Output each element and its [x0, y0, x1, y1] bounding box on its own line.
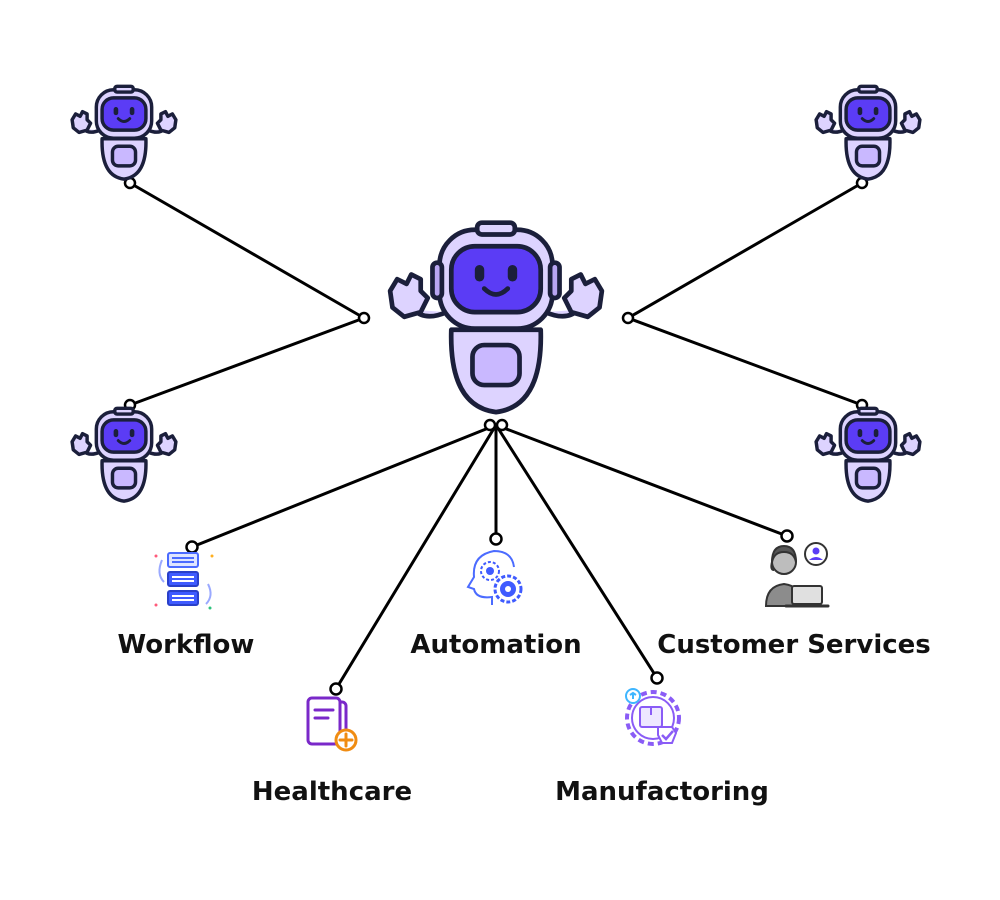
node-dot: [650, 671, 664, 685]
connector-manufactoring: [494, 423, 659, 680]
node-dot: [489, 532, 503, 546]
node-dot: [357, 311, 371, 325]
connector-workflow: [190, 423, 498, 549]
connector-customer-services: [494, 423, 789, 538]
node-dot: [483, 418, 497, 432]
medical-document-icon: [302, 696, 360, 754]
domain-label-customer-services: Customer Services: [657, 630, 931, 660]
agent-robot-icon: [62, 84, 186, 182]
domain-label-automation: Automation: [410, 630, 582, 660]
domain-label-healthcare: Healthcare: [251, 777, 413, 807]
connector-agent-bottom-right: [626, 316, 864, 407]
node-dot: [780, 529, 794, 543]
document-stack-icon: [152, 550, 218, 612]
node-dot: [329, 682, 343, 696]
connector-agent-top-left: [128, 181, 366, 320]
connector-agent-top-right: [626, 181, 864, 320]
agent-robot-icon: [806, 84, 930, 182]
connector-healthcare: [334, 423, 498, 691]
domain-label-workflow: Workflow: [117, 630, 255, 660]
gear-box-icon: [620, 685, 686, 751]
connector-agent-bottom-left: [128, 316, 366, 407]
agent-robot-icon: [62, 406, 186, 504]
node-dot: [621, 311, 635, 325]
agent-robot-icon: [806, 406, 930, 504]
domain-label-manufactoring: Manufactoring: [555, 777, 769, 807]
node-dot: [495, 418, 509, 432]
head-gears-icon: [462, 547, 530, 609]
support-agent-icon: [756, 540, 832, 610]
hub-robot-icon: [365, 218, 627, 418]
